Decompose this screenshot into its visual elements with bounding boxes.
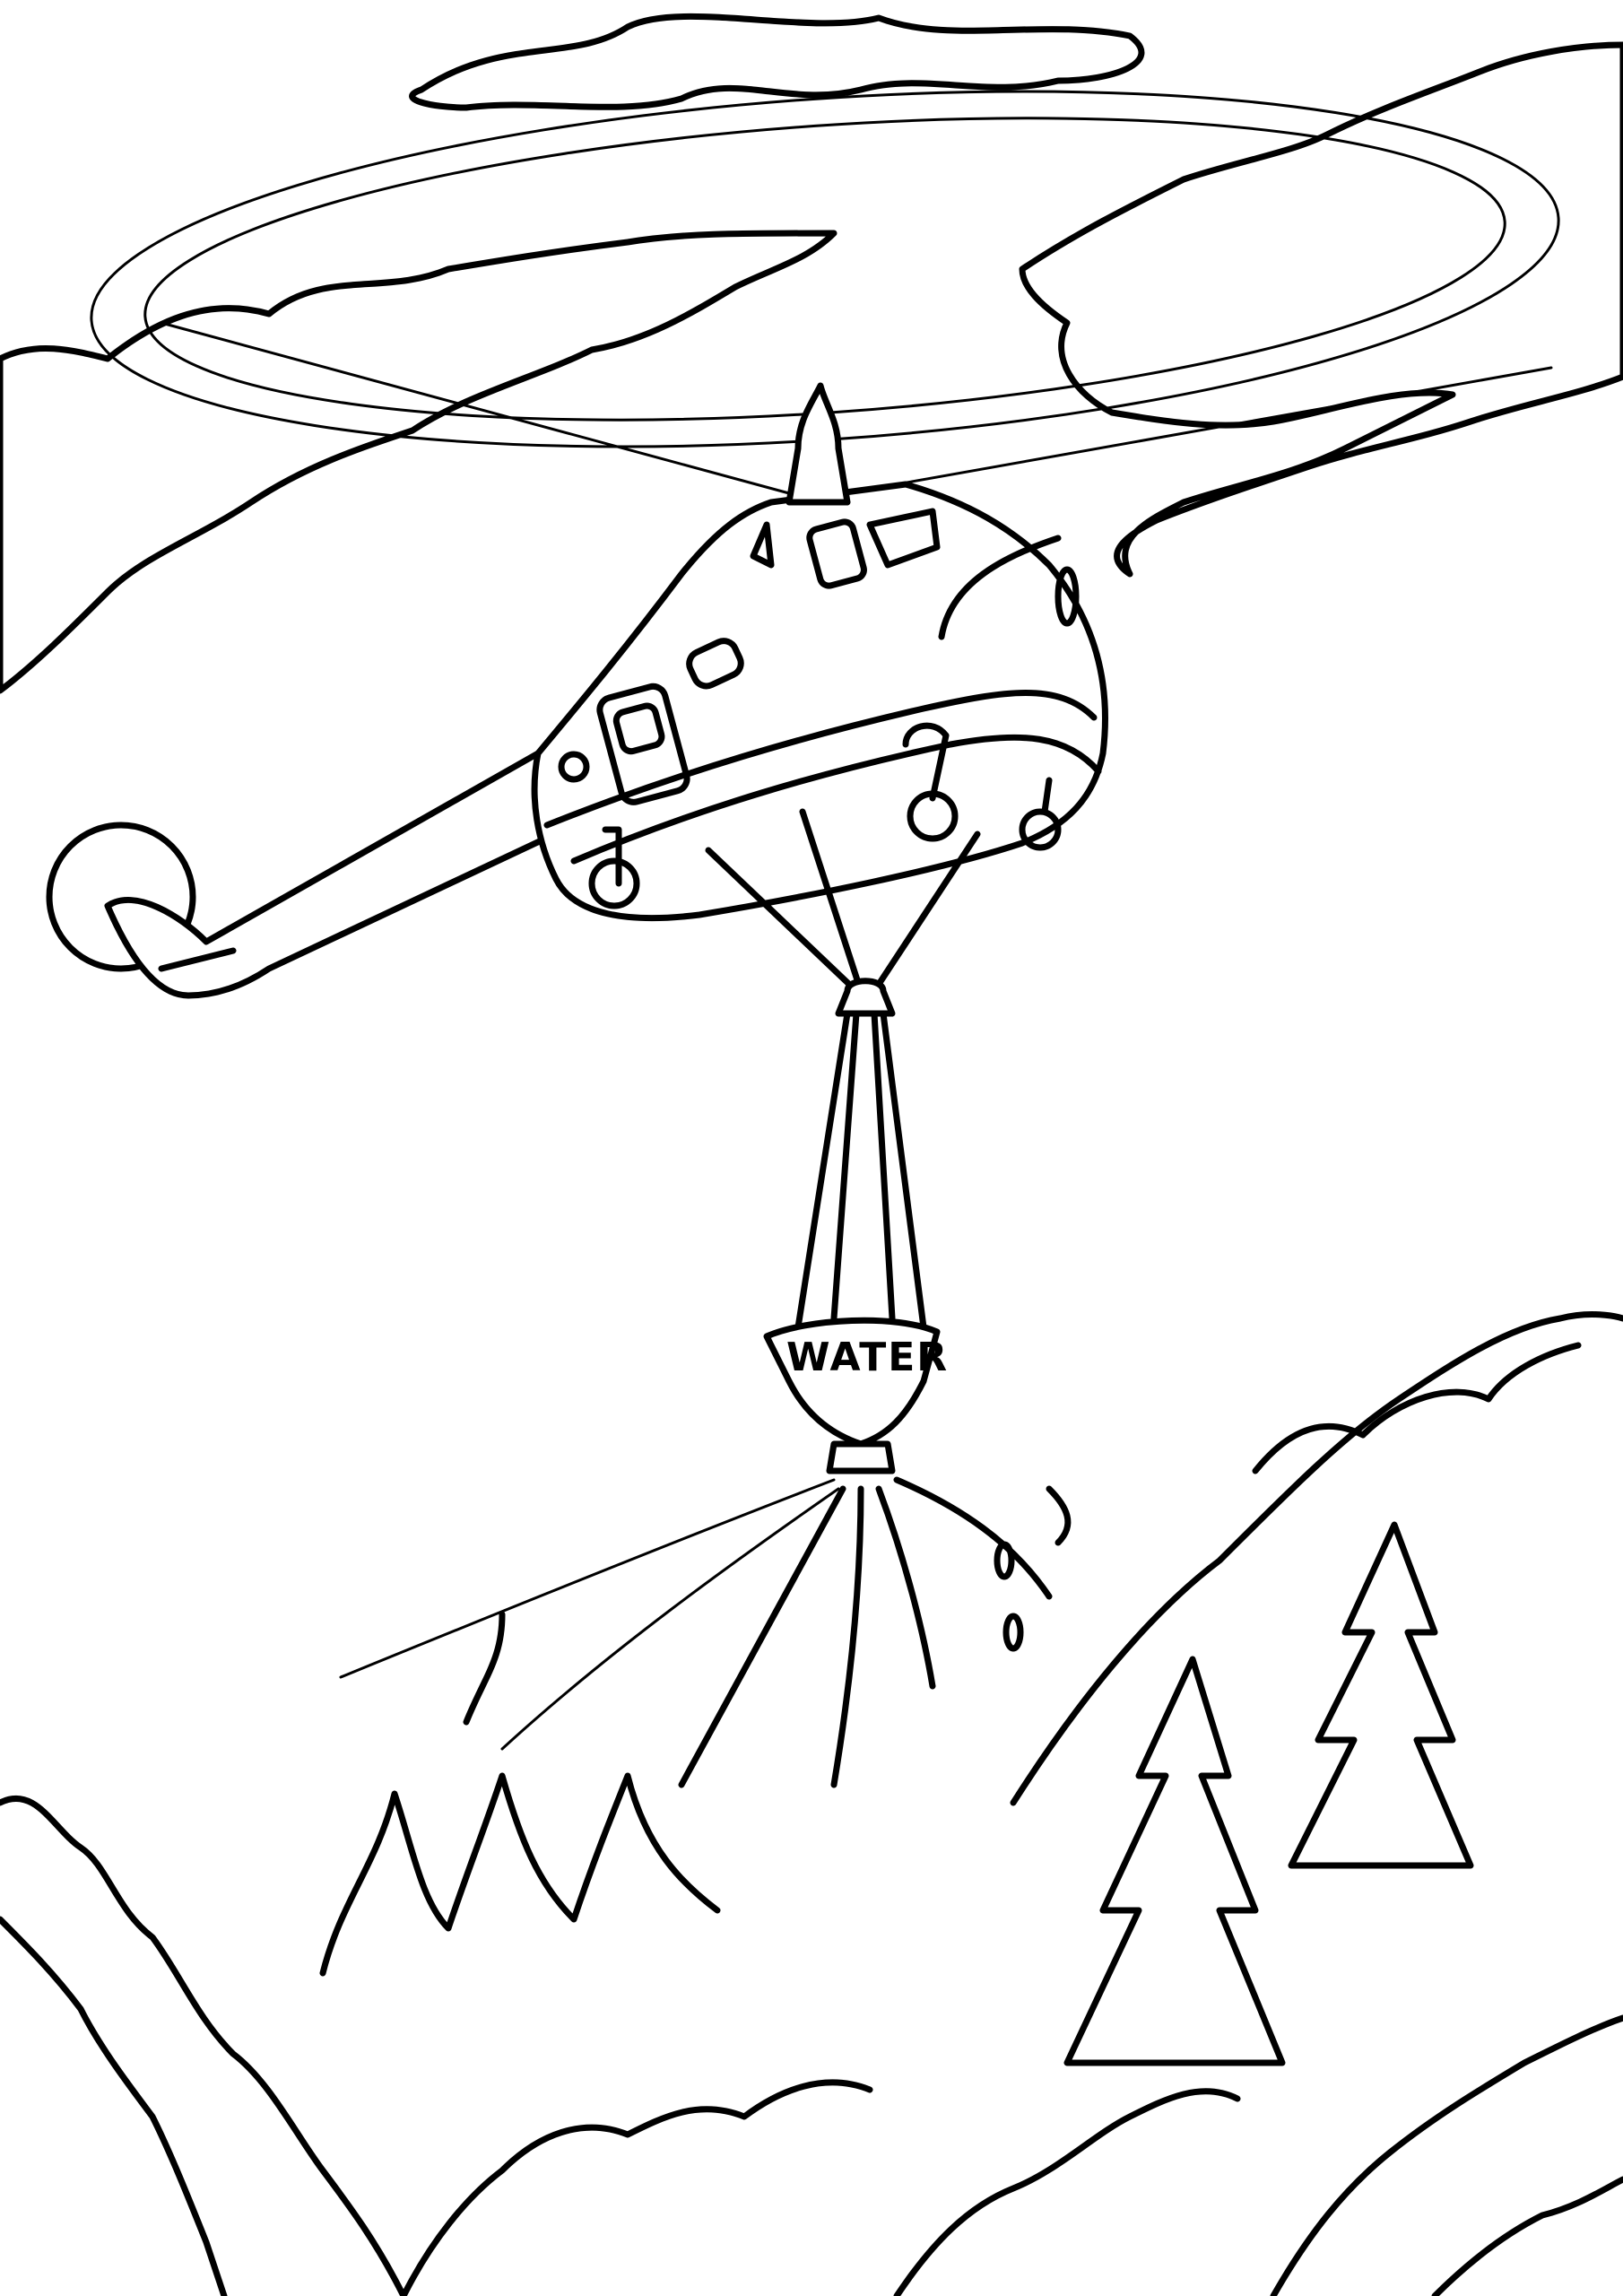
- water-spray: [339, 1476, 1072, 1788]
- hook: [835, 978, 896, 1017]
- clouds: [0, 13, 1623, 694]
- forest-and-fire: [0, 1311, 1623, 2296]
- rotor-mast: [785, 382, 851, 506]
- helicopter: [46, 382, 1108, 1331]
- bucket-label: WATER: [786, 1335, 949, 1380]
- water-bucket: WATER: [763, 1317, 949, 1474]
- wheel-right: [1019, 808, 1062, 851]
- wheel-left: [588, 857, 640, 909]
